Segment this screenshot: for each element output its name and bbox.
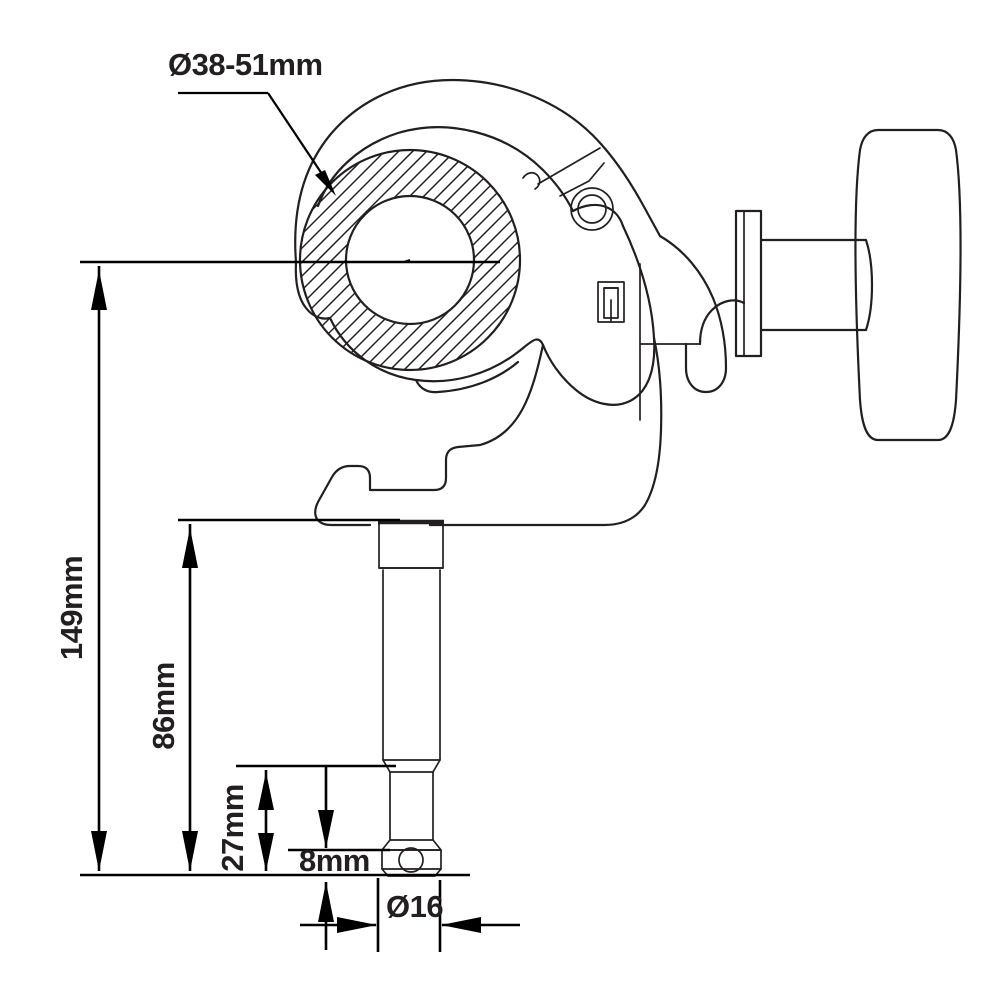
base-height-dimension: 8mm	[288, 766, 390, 878]
tube-diameter-callout: Ø38-51mm	[168, 47, 336, 196]
pin-diameter-dimension: Ø16	[300, 878, 520, 952]
spring-pin-detail	[597, 281, 625, 323]
clamp-body	[314, 172, 701, 527]
flange-washer	[734, 209, 763, 358]
knob-shaft	[759, 238, 874, 332]
overall-height-label: 149mm	[54, 556, 89, 660]
base-height-label: 8mm	[299, 843, 370, 878]
lower-pin-label: 27mm	[215, 784, 250, 872]
clamp-jaw	[294, 78, 662, 320]
pin-diameter-label: Ø16	[386, 889, 443, 924]
bolt-head-circle	[570, 187, 614, 231]
pin-length-label: 86mm	[146, 662, 181, 750]
overall-height-dimension: 149mm	[54, 258, 500, 877]
tube-diameter-label: Ø38-51mm	[168, 47, 323, 82]
lower-pin-dimension: 27mm	[215, 764, 396, 872]
pin-length-dimension: 86mm	[146, 518, 400, 871]
hand-knob	[854, 128, 962, 442]
